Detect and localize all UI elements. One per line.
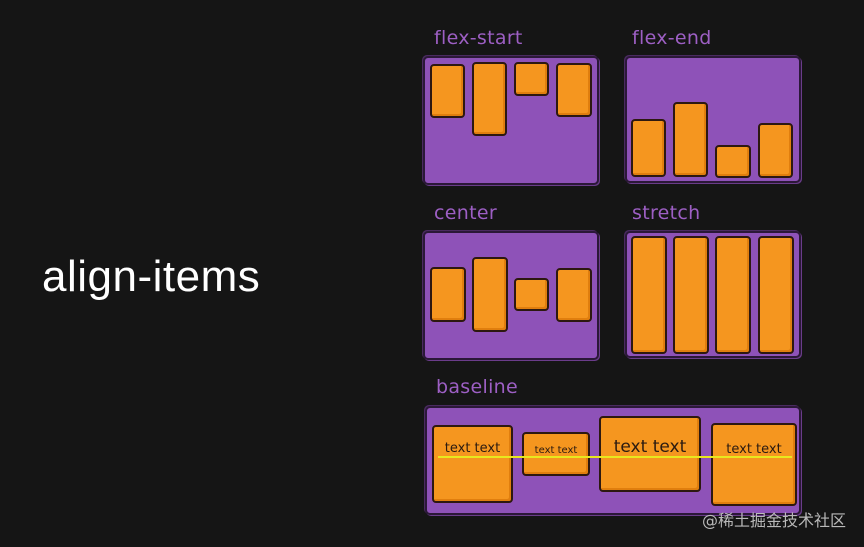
label-flex-end: flex-end: [632, 27, 712, 49]
watermark: @稀土掘金技术社区: [701, 511, 846, 530]
center-item-3: [514, 278, 549, 311]
flex-end-item-4: [758, 123, 793, 178]
baseline-item-3: text text: [599, 416, 701, 492]
label-flex-start: flex-start: [434, 27, 523, 49]
flex-start-item-4: [556, 63, 592, 117]
stretch-item-4: [758, 236, 794, 354]
baseline-item-1: text text: [432, 425, 513, 503]
flex-end-item-3: [715, 145, 751, 178]
label-stretch: stretch: [632, 202, 701, 224]
stretch-item-3: [715, 236, 751, 354]
label-center: center: [434, 202, 497, 224]
center-item-4: [556, 268, 592, 322]
flex-end-item-1: [631, 119, 666, 177]
baseline-item-1-text: text text: [444, 441, 501, 456]
flex-end-item-2: [673, 102, 708, 177]
flex-start-item-2: [472, 62, 507, 136]
page-title: align-items: [42, 252, 261, 301]
center-item-2: [472, 257, 508, 332]
center-item-1: [430, 267, 466, 322]
stretch-item-2: [673, 236, 709, 354]
baseline-item-4: text text: [711, 423, 797, 506]
baseline-guide-line: [438, 456, 792, 458]
flex-start-item-1: [430, 64, 465, 118]
baseline-item-2-text: text text: [534, 445, 578, 456]
baseline-item-2: text text: [522, 432, 590, 476]
stretch-item-1: [631, 236, 667, 354]
label-baseline: baseline: [436, 376, 518, 398]
flex-start-item-3: [514, 62, 549, 96]
baseline-item-4-text: text text: [726, 442, 782, 457]
baseline-item-3-text: text text: [613, 437, 687, 457]
